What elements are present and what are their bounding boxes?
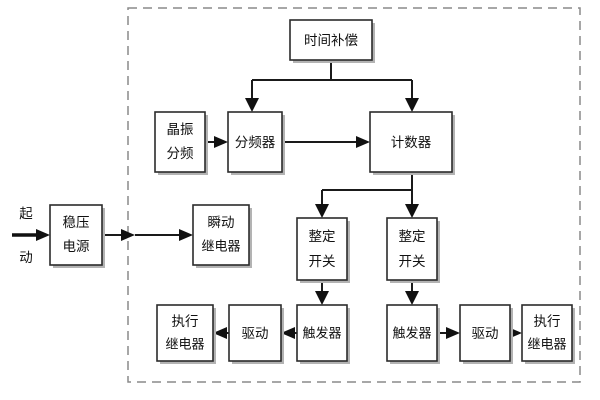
arrowhead-trigger-left-to-driver — [281, 327, 295, 339]
block-label-frequency-divider: 分频器 — [235, 135, 276, 151]
arrowhead-compensation-to-divider — [245, 98, 259, 112]
block-label-execution-relay-right-line1: 执行 — [534, 314, 561, 330]
connection-layer — [12, 60, 522, 339]
block-label-execution-relay-left-line1: 执行 — [172, 314, 199, 330]
block-label-driver-left: 驱动 — [242, 326, 269, 342]
start-input-label-line1: 起 — [19, 206, 33, 222]
block-label-setting-switch-left-line1: 整定 — [309, 229, 336, 245]
block-label-execution-relay-left-line2: 继电器 — [165, 338, 204, 353]
block-execution-relay-right[interactable]: 执行 继电器 — [521, 304, 575, 364]
arrowhead-setting-right-to-trigger — [405, 291, 419, 305]
arrowhead-trigger-right-to-driver — [446, 327, 460, 339]
arrowhead-compensation-to-counter — [405, 98, 419, 112]
arrowhead-power-mid — [121, 229, 135, 241]
block-driver-right[interactable]: 驱动 — [459, 304, 513, 364]
block-label-instantaneous-relay-line1: 瞬动 — [208, 215, 235, 231]
block-label-trigger-right: 触发器 — [392, 326, 431, 342]
block-trigger-left[interactable]: 触发器 — [296, 304, 350, 364]
block-label-instantaneous-relay-line2: 继电器 — [201, 240, 240, 255]
arrowhead-divider-to-counter — [356, 136, 370, 148]
block-crystal-oscillator-divider[interactable]: 晶振 分频 — [154, 111, 208, 175]
block-label-regulated-power-supply-line2: 电源 — [63, 239, 90, 255]
arrowhead-counter-to-setting-left — [315, 204, 329, 218]
block-frequency-divider[interactable]: 分频器 — [227, 111, 285, 175]
block-regulated-power-supply[interactable]: 稳压 电源 — [49, 204, 105, 268]
block-label-driver-right: 驱动 — [472, 326, 499, 342]
block-label-crystal-line2: 分频 — [167, 146, 194, 162]
arrowhead-power-to-relay — [179, 229, 193, 241]
arrowhead-start-to-power — [36, 229, 50, 241]
block-instantaneous-relay[interactable]: 瞬动 继电器 — [192, 204, 252, 268]
block-driver-left[interactable]: 驱动 — [228, 304, 284, 364]
block-label-trigger-left: 触发器 — [302, 326, 341, 342]
block-setting-switch-right[interactable]: 整定 开关 — [386, 217, 440, 283]
block-time-compensation[interactable]: 时间补偿 — [289, 19, 375, 63]
block-label-time-compensation: 时间补偿 — [304, 33, 358, 49]
block-label-counter: 计数器 — [391, 135, 432, 151]
block-counter[interactable]: 计数器 — [369, 111, 455, 175]
block-label-crystal-line1: 晶振 — [167, 122, 194, 138]
arrowhead-setting-left-to-trigger — [315, 291, 329, 305]
block-label-regulated-power-supply-line1: 稳压 — [63, 215, 90, 231]
start-input-label-line2: 动 — [19, 250, 33, 266]
block-execution-relay-left[interactable]: 执行 继电器 — [156, 304, 216, 364]
arrowhead-counter-to-setting-right — [405, 204, 419, 218]
block-label-setting-switch-right-line2: 开关 — [399, 254, 426, 270]
enclosure-boundary — [127, 7, 581, 383]
block-label-setting-switch-left-line2: 开关 — [309, 254, 336, 270]
block-label-setting-switch-right-line1: 整定 — [399, 229, 426, 245]
block-label-execution-relay-right-line2: 继电器 — [527, 338, 566, 353]
arrowhead-driver-left-to-relay — [213, 327, 227, 339]
block-setting-switch-left[interactable]: 整定 开关 — [296, 217, 350, 283]
start-input-label: 起 动 — [19, 206, 33, 266]
arrowhead-crystal-to-divider — [214, 136, 228, 148]
block-trigger-right[interactable]: 触发器 — [386, 304, 440, 364]
